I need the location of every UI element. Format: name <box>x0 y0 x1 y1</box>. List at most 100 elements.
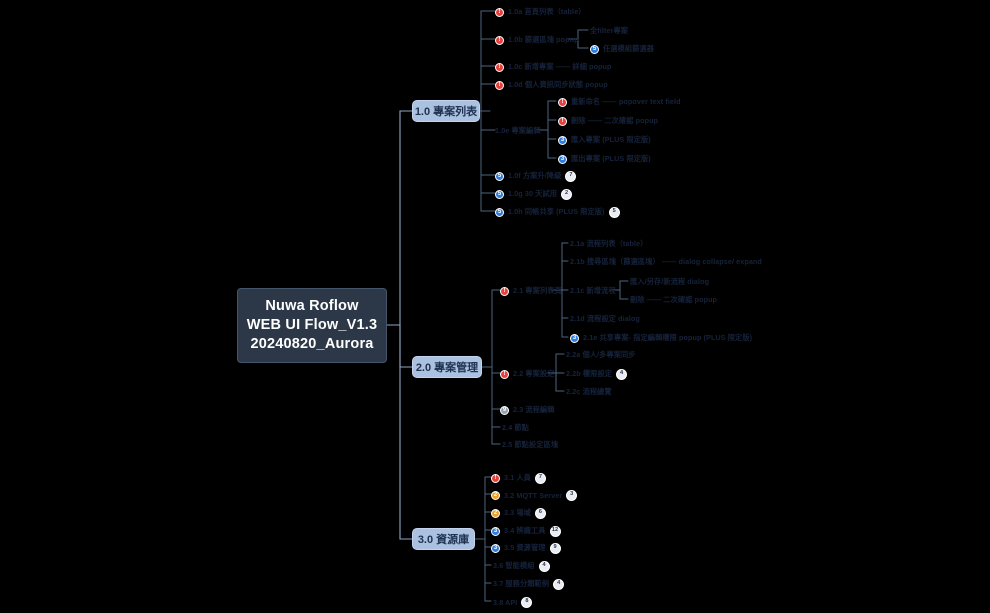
branch-2-label: 2.0 專案管理 <box>415 362 479 374</box>
node-2-5[interactable]: 2.5 節點設定區塊 <box>502 438 558 452</box>
priority-marker-blue-icon: 3 <box>558 154 567 164</box>
node-3-6[interactable]: 3.6 智能模組 4 <box>493 559 550 573</box>
priority-marker-red-icon: ! <box>495 7 504 17</box>
node-3-1-label: 3.1 人員 <box>504 473 531 482</box>
node-1-0f[interactable]: 5 1.0f 方案升/降級 7 <box>495 169 577 183</box>
branch-1-project-list[interactable]: 1.0 專案列表 <box>412 100 480 122</box>
node-2-2b[interactable]: 2.2b 權限設定 4 <box>566 367 628 381</box>
node-3-8-count: 8 <box>521 596 533 608</box>
node-2-2[interactable]: ! 2.2 專案設定 <box>500 367 555 381</box>
node-1-0e-child-3[interactable]: 3 匯入專案 (PLUS 限定版) <box>558 133 651 147</box>
node-2-1c-child-1[interactable]: 匯入/另存/新流程 dialog <box>630 275 709 289</box>
node-1-0g[interactable]: 5 1.0g 30 天試用 2 <box>495 187 573 201</box>
node-1-0b[interactable]: ! 1.0b 篩選區塊 popup <box>495 33 579 47</box>
node-3-7-label: 3.7 服務分類範例 <box>493 579 550 588</box>
node-3-1[interactable]: ! 3.1 人員 7 <box>491 471 546 485</box>
node-3-8[interactable]: 3.8 API 8 <box>493 595 533 609</box>
central-line-1: Nuwa Roflow <box>265 298 359 314</box>
branch-2-project-management[interactable]: 2.0 專案管理 <box>412 356 482 378</box>
node-2-1a-label: 2.1a 流程列表（table） <box>570 239 648 248</box>
node-3-4-count: 12 <box>549 525 561 537</box>
priority-marker-gray-icon: 9 <box>500 405 509 415</box>
node-1-0g-label: 1.0g 30 天試用 <box>508 189 558 198</box>
node-1-0e-child-4[interactable]: 3 匯出專案 (PLUS 限定版) <box>558 152 651 166</box>
priority-marker-red-icon: ! <box>558 97 567 107</box>
branch-1-label: 1.0 專案列表 <box>414 106 478 118</box>
node-3-7[interactable]: 3.7 服務分類範例 4 <box>493 577 565 591</box>
node-1-0a[interactable]: ! 1.0a 首頁列表（table） <box>495 5 586 19</box>
node-1-0e-child-1[interactable]: ! 重新命名 —— popover text field <box>558 95 681 109</box>
priority-marker-blue-icon: 3 <box>558 135 567 145</box>
node-2-2a-label: 2.2a 個人/多專案同步 <box>566 350 636 359</box>
node-2-1c-label: 2.1c 新增流程 <box>570 286 616 295</box>
node-2-1d[interactable]: 2.1d 流程設定 dialog <box>570 312 640 326</box>
node-1-0e[interactable]: 1.0e 專案編輯 <box>495 124 541 138</box>
node-1-0b-child-1[interactable]: 全filter專案 <box>590 24 628 38</box>
node-2-1c-child-2[interactable]: 刪除 —— 二次確認 popup <box>630 293 717 307</box>
node-2-2b-label: 2.2b 權限設定 <box>566 369 613 378</box>
node-2-2c-label: 2.2c 流程總覽 <box>566 387 612 396</box>
node-2-2b-count: 4 <box>616 368 628 380</box>
priority-marker-blue-icon: 5 <box>495 189 504 199</box>
node-3-2-count: 3 <box>566 489 578 501</box>
node-2-1[interactable]: ! 2.1 專案列表頁 <box>500 284 562 298</box>
node-2-1d-label: 2.1d 流程設定 dialog <box>570 314 640 323</box>
node-1-0e-child-4-label: 匯出專案 (PLUS 限定版) <box>571 154 651 163</box>
branch-3-label: 3.0 資源庫 <box>417 534 470 546</box>
central-node[interactable]: Nuwa Roflow WEB UI Flow_V1.3 20240820_Au… <box>237 288 387 363</box>
node-3-5[interactable]: 3 3.5 資源管理 9 <box>491 541 561 555</box>
node-1-0b-child-2[interactable]: 5 任選模組篩選器 <box>590 42 654 56</box>
node-2-3[interactable]: 9 2.3 流程編輯 <box>500 403 555 417</box>
node-3-6-label: 3.6 智能模組 <box>493 561 535 570</box>
node-2-1c-child-1-label: 匯入/另存/新流程 dialog <box>630 277 710 286</box>
priority-marker-blue-icon: 5 <box>495 171 504 181</box>
priority-marker-blue-icon: 5 <box>495 207 504 217</box>
central-line-3: 20240820_Aurora <box>250 336 374 352</box>
node-1-0b-child-1-label: 全filter專案 <box>590 26 629 35</box>
node-3-3[interactable]: 2 3.3 場域 6 <box>491 506 546 520</box>
node-2-4[interactable]: 2.4 節點 <box>502 421 529 435</box>
priority-marker-orange-icon: 2 <box>491 508 500 518</box>
node-3-4[interactable]: 3 3.4 辨識工具 12 <box>491 524 561 538</box>
priority-marker-red-icon: ! <box>495 80 504 90</box>
node-1-0h[interactable]: 5 1.0h 同帳共享 (PLUS 限定版) 5 <box>495 205 620 219</box>
node-2-2a[interactable]: 2.2a 個人/多專案同步 <box>566 348 636 362</box>
node-2-1c[interactable]: 2.1c 新增流程 <box>570 284 616 298</box>
node-2-1e[interactable]: 3 2.1e 共享專案- 指定編輯權限 popup (PLUS 限定版) <box>570 331 752 345</box>
node-2-2c[interactable]: 2.2c 流程總覽 <box>566 385 612 399</box>
node-2-1b-label: 2.1b 搜尋區塊（篩選區塊） —— dialog collapse/ expa… <box>570 257 762 266</box>
node-2-1a[interactable]: 2.1a 流程列表（table） <box>570 237 648 251</box>
node-2-1c-child-2-label: 刪除 —— 二次確認 popup <box>630 295 718 304</box>
node-3-4-label: 3.4 辨識工具 <box>504 526 546 535</box>
node-2-2-label: 2.2 專案設定 <box>513 369 555 378</box>
node-3-5-label: 3.5 資源管理 <box>504 543 546 552</box>
node-1-0e-label: 1.0e 專案編輯 <box>495 126 541 135</box>
priority-marker-red-icon: ! <box>558 116 567 126</box>
node-2-4-label: 2.4 節點 <box>502 423 529 432</box>
node-3-2-label: 3.2 MQTT Server <box>504 490 563 500</box>
node-2-1b[interactable]: 2.1b 搜尋區塊（篩選區塊） —— dialog collapse/ expa… <box>570 255 762 269</box>
node-2-1-label: 2.1 專案列表頁 <box>513 286 562 295</box>
node-1-0e-child-2-label: 刪除 —— 二次確認 popup <box>571 116 659 125</box>
priority-marker-red-icon: ! <box>495 62 504 72</box>
node-2-1e-label: 2.1e 共享專案- 指定編輯權限 popup (PLUS 限定版) <box>583 333 753 342</box>
node-3-2[interactable]: 2 3.2 MQTT Server 3 <box>491 488 578 502</box>
priority-marker-blue-icon: 5 <box>590 44 599 54</box>
node-3-3-label: 3.3 場域 <box>504 508 531 517</box>
node-1-0d[interactable]: ! 1.0d 個人資訊同步狀態 popup <box>495 78 608 92</box>
branch-3-resource-library[interactable]: 3.0 資源庫 <box>412 528 475 550</box>
node-3-3-count: 6 <box>534 507 546 519</box>
node-1-0c[interactable]: ! 1.0c 新增專案 —— 詳細 popup <box>495 60 612 74</box>
node-3-6-count: 4 <box>538 560 550 572</box>
priority-marker-red-icon: ! <box>491 473 500 483</box>
node-1-0e-child-2[interactable]: ! 刪除 —— 二次確認 popup <box>558 114 658 128</box>
node-1-0a-label: 1.0a 首頁列表（table） <box>508 7 586 16</box>
node-1-0b-label: 1.0b 篩選區塊 popup <box>508 35 579 44</box>
node-2-5-label: 2.5 節點設定區塊 <box>502 440 559 449</box>
node-1-0e-child-1-label: 重新命名 —— popover text field <box>571 97 681 106</box>
node-1-0d-label: 1.0d 個人資訊同步狀態 popup <box>508 80 608 89</box>
node-1-0h-label: 1.0h 同帳共享 (PLUS 限定版) <box>508 207 605 216</box>
priority-marker-red-icon: ! <box>495 35 504 45</box>
priority-marker-blue-icon: 3 <box>491 543 500 553</box>
